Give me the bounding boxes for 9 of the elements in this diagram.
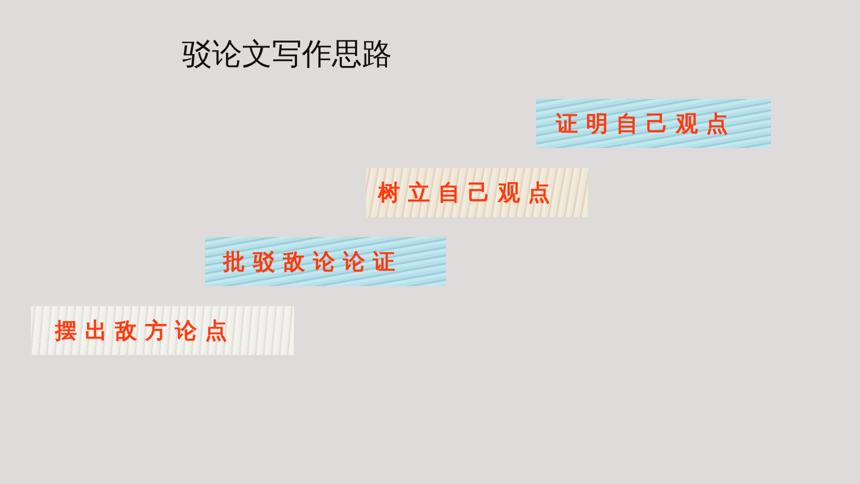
banner-box [31,306,294,355]
banner-box [366,168,588,217]
banner-text: 摆出敌方论点 [55,316,235,346]
title: 驳论文写作思路 [182,36,392,74]
banner-box [536,99,771,148]
banner-text: 批驳敌论论证 [223,248,403,276]
banner-text: 树立自己观点 [378,178,558,208]
banner-text: 证明自己观点 [556,110,736,138]
banner-box [205,237,446,286]
